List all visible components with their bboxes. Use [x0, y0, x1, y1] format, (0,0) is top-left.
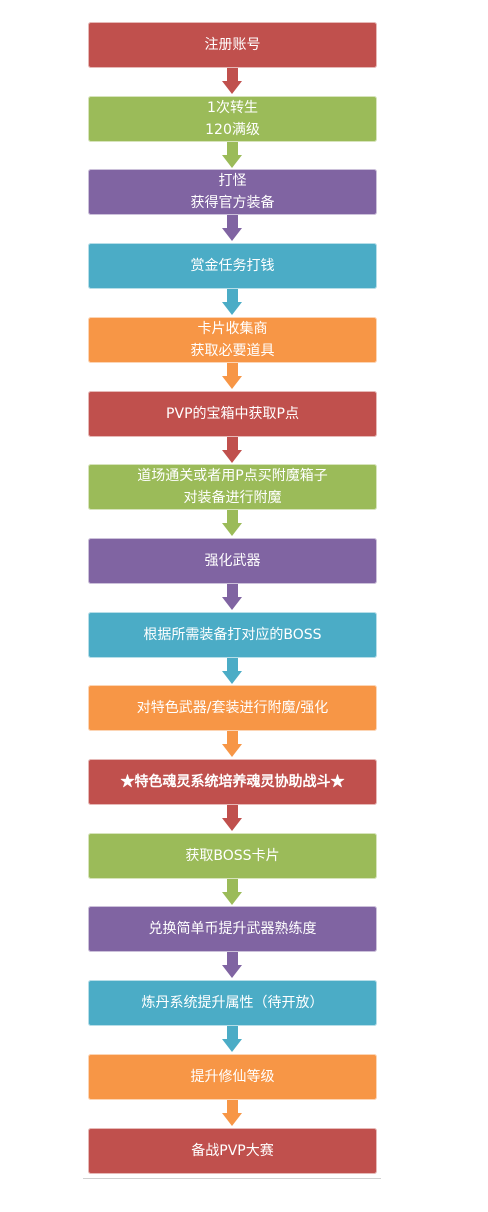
- flow-step-2: 1次转生 120满级: [88, 96, 377, 142]
- flow-step-6: PVP的宝箱中获取P点: [88, 391, 377, 437]
- down-arrow-icon: [222, 510, 243, 538]
- arrow-shaft: [227, 1026, 238, 1040]
- down-arrow-icon: [222, 584, 243, 612]
- arrow-head: [222, 1113, 242, 1126]
- flow-step-text: PVP的宝箱中获取P点: [166, 406, 299, 422]
- arrow-shaft: [227, 289, 238, 303]
- arrow-head: [222, 228, 242, 241]
- flow-step-8: 强化武器: [88, 538, 377, 584]
- flow-step-text: 卡片收集商: [197, 321, 268, 337]
- down-arrow-icon: [222, 142, 243, 170]
- flow-step-12: 获取BOSS卡片: [88, 833, 377, 879]
- flow-step-text: 炼丹系统提升属性（待开放）: [141, 995, 324, 1011]
- flow-step-11: ★特色魂灵系统培养魂灵协助战斗★: [88, 759, 377, 805]
- flow-step-15: 提升修仙等级: [88, 1054, 377, 1100]
- flow-step-text: ★特色魂灵系统培养魂灵协助战斗★: [120, 774, 345, 790]
- arrow-head: [222, 81, 242, 94]
- flow-step-14: 炼丹系统提升属性（待开放）: [88, 980, 377, 1026]
- arrow-shaft: [227, 363, 238, 377]
- flow-step-text: 1次转生: [207, 100, 258, 116]
- flow-step-3: 打怪获得官方装备: [88, 169, 377, 215]
- flow-step-4: 赏金任务打钱: [88, 243, 377, 289]
- down-arrow-icon: [222, 658, 243, 686]
- arrow-shaft: [227, 731, 238, 745]
- down-arrow-icon: [222, 215, 243, 243]
- flow-step-text: 打怪: [218, 173, 247, 189]
- arrow-shaft: [227, 658, 238, 672]
- arrow-shaft: [227, 1100, 238, 1114]
- arrow-shaft: [227, 68, 238, 82]
- arrow-head: [222, 155, 242, 168]
- arrow-head: [222, 597, 242, 610]
- down-arrow-icon: [222, 731, 243, 759]
- arrow-shaft: [227, 805, 238, 819]
- arrow-shaft: [227, 215, 238, 229]
- flow-step-text: 对装备进行附魔: [183, 490, 282, 506]
- flow-step-1: 注册账号: [88, 22, 377, 68]
- arrow-head: [222, 1039, 242, 1052]
- flow-step-text: 根据所需装备打对应的BOSS: [143, 627, 322, 643]
- flow-step-16: 备战PVP大赛: [88, 1128, 377, 1174]
- down-arrow-icon: [222, 437, 243, 465]
- arrow-head: [222, 744, 242, 757]
- arrow-head: [222, 376, 242, 389]
- flow-step-text: 对特色武器/套装进行附魔/强化: [136, 700, 329, 716]
- down-arrow-icon: [222, 363, 243, 391]
- arrow-head: [222, 523, 242, 536]
- flow-step-13: 兑换简单币提升武器熟练度: [88, 906, 377, 952]
- flow-step-text: 备战PVP大赛: [191, 1143, 274, 1159]
- down-arrow-icon: [222, 68, 243, 96]
- flow-step-text: 获取必要道具: [190, 343, 275, 359]
- flow-step-text: 获得官方装备: [190, 195, 275, 211]
- arrow-shaft: [227, 510, 238, 524]
- arrow-head: [222, 671, 242, 684]
- flow-step-9: 根据所需装备打对应的BOSS: [88, 612, 377, 658]
- down-arrow-icon: [222, 952, 243, 980]
- down-arrow-icon: [222, 1026, 243, 1054]
- arrow-head: [222, 450, 242, 463]
- flow-step-text: 获取BOSS卡片: [185, 848, 280, 864]
- flow-step-text: 赏金任务打钱: [190, 258, 275, 274]
- flow-step-text: 强化武器: [204, 553, 261, 569]
- arrow-head: [222, 818, 242, 831]
- arrow-head: [222, 965, 242, 978]
- flow-step-7: 道场通关或者用P点买附魔箱子对装备进行附魔: [88, 464, 377, 510]
- flow-step-text: 120满级: [205, 122, 260, 138]
- bottom-divider: [83, 1178, 381, 1179]
- arrow-shaft: [227, 437, 238, 451]
- flow-step-text: 注册账号: [204, 37, 261, 53]
- arrow-shaft: [227, 584, 238, 598]
- flow-step-10: 对特色武器/套装进行附魔/强化: [88, 685, 377, 731]
- down-arrow-icon: [222, 289, 243, 317]
- arrow-shaft: [227, 952, 238, 966]
- flow-step-text: 提升修仙等级: [190, 1069, 275, 1085]
- flow-step-text: 兑换简单币提升武器熟练度: [148, 921, 317, 937]
- arrow-head: [222, 892, 242, 905]
- arrow-shaft: [227, 142, 238, 156]
- arrow-head: [222, 302, 242, 315]
- flow-step-text: 道场通关或者用P点买附魔箱子: [137, 468, 328, 484]
- flow-step-5: 卡片收集商获取必要道具: [88, 317, 377, 363]
- down-arrow-icon: [222, 805, 243, 833]
- down-arrow-icon: [222, 879, 243, 907]
- arrow-shaft: [227, 879, 238, 893]
- down-arrow-icon: [222, 1100, 243, 1128]
